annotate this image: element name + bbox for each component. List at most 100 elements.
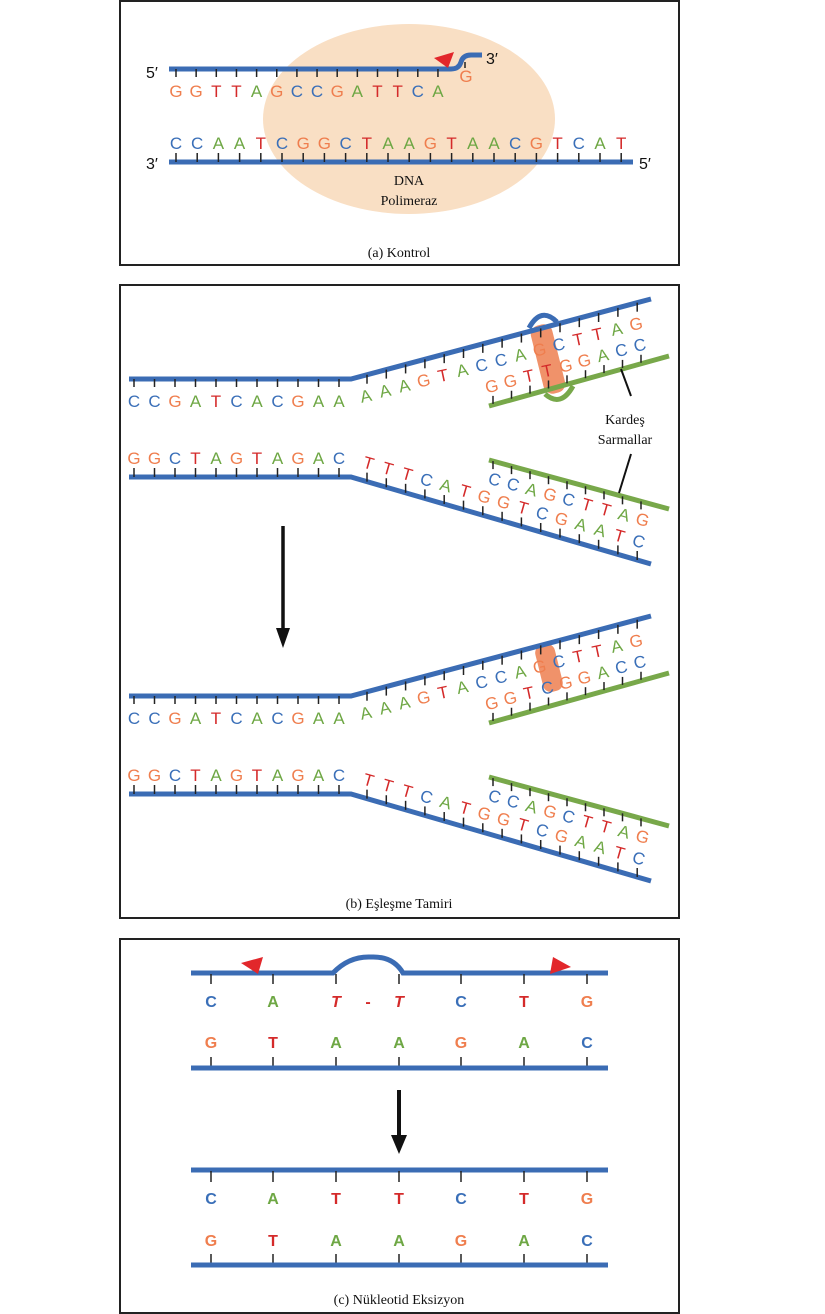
nucleotide-bottom-repaired: T	[268, 1233, 278, 1250]
nucleotide-sister-top: C	[613, 657, 629, 678]
nucleotide-top-repaired: G	[581, 1191, 593, 1208]
nucleotide-bottom-fall: T	[380, 458, 395, 479]
nucleotide-sister-top: A	[595, 662, 611, 683]
nucleotide-top-flat: G	[168, 392, 181, 411]
nucleotide-lower: G	[424, 134, 437, 153]
caption-b: (b) Eşleşme Tamiri	[346, 897, 453, 912]
nucleotide-top-repaired: C	[455, 1191, 467, 1208]
nucleotide-bottom-fall: A	[438, 792, 455, 814]
nucleotide-top-flat: C	[271, 392, 283, 411]
nucleotide-sister-top: G	[576, 350, 593, 371]
nucleotide-bottom-flat: A	[313, 766, 325, 785]
nucleotide-bottom-flat: A	[272, 449, 284, 468]
nucleotide-bottom: A	[518, 1035, 530, 1052]
nucleotide-sister-top: C	[539, 678, 555, 699]
nucleotide-top-rise: A	[378, 698, 394, 719]
nucleotide-top-rise: C	[493, 350, 509, 371]
nucleotide-sister-top: G	[557, 672, 574, 693]
nucleotide-lower: T	[552, 134, 562, 153]
nucleotide-bottom-fall: T	[612, 526, 627, 547]
nucleotide-sister-bottom: T	[579, 811, 594, 832]
nucleotide-bottom-flat: T	[190, 766, 200, 785]
nucleotide-bottom-flat: G	[127, 449, 140, 468]
sister-strands-label-1: Kardeş	[605, 413, 645, 428]
nucleotide-top-flat: G	[291, 709, 304, 728]
nucleotide-sister-bottom: A	[523, 796, 540, 818]
nucleotide-top-flat: G	[291, 392, 304, 411]
nucleotide-sister-bottom: G	[634, 826, 652, 848]
nucleotide-lower: C	[276, 134, 288, 153]
nucleotide-upper: G	[169, 82, 182, 101]
nucleotide-bottom-fall: T	[400, 464, 415, 485]
nucleotide-upper: C	[291, 82, 303, 101]
nucleotide-top-rise: C	[493, 667, 509, 688]
sister-label-pointer-bottom	[618, 453, 632, 494]
nucleotide-bottom-fall: C	[534, 820, 551, 842]
nucleotide-bottom-fall: G	[553, 508, 571, 530]
mismatch-highlight	[530, 324, 566, 394]
nucleotide-bottom-repaired: A	[330, 1233, 342, 1250]
nucleotide-bottom-fall: T	[457, 481, 472, 502]
enzyme-label-line1: DNA	[394, 174, 425, 189]
caption-a: (a) Kontrol	[368, 246, 431, 261]
sister-strand-bottom	[488, 457, 670, 512]
nucleotide-bottom-flat: G	[230, 449, 243, 468]
nucleotide-upper: C	[311, 82, 323, 101]
nucleotide-top: A	[267, 994, 279, 1011]
nucleotide-sister-bottom: C	[560, 489, 577, 511]
nucleotide-bottom-fall: A	[573, 514, 590, 536]
nucleotide-bottom: G	[205, 1035, 217, 1052]
nucleotide-bottom-flat: C	[333, 766, 345, 785]
nucleotide-sister-bottom: C	[486, 786, 503, 808]
nucleotide-top: G	[581, 994, 593, 1011]
nucleotide-bottom: C	[581, 1035, 593, 1052]
strand-bulge-top	[526, 312, 559, 330]
nucleotide-top-flat: A	[313, 392, 325, 411]
nucleotide-sister-top: C	[632, 652, 648, 673]
template-strand-upper	[169, 52, 482, 72]
nucleotide-top-rise: A	[397, 375, 413, 396]
nucleotide-top-rise: T	[436, 682, 450, 703]
nucleotide-top: C	[205, 994, 217, 1011]
nucleotide-upper: G	[270, 82, 283, 101]
nucleotide-bottom-fall: C	[418, 786, 435, 808]
nucleotide-sister-top: T	[522, 683, 536, 704]
nucleotide-bottom-fall: T	[515, 815, 530, 836]
nucleotide-bottom-fall: A	[592, 837, 609, 859]
nucleotide-lower: C	[191, 134, 203, 153]
nucleotide-top-repaired: T	[331, 1191, 341, 1208]
nucleotide-lower: T	[446, 134, 456, 153]
polymerase-marker	[434, 52, 454, 68]
nucleotide-upper: G	[331, 82, 344, 101]
nucleotide-top-rise: A	[609, 319, 625, 340]
nucleotide-bottom-flat: C	[169, 766, 181, 785]
nucleotide-sister-bottom: C	[504, 474, 521, 496]
nucleotide-sister-top: A	[595, 345, 611, 366]
nucleotide-top-rise: G	[628, 314, 645, 335]
nucleotide-sister-bottom: C	[504, 791, 521, 813]
nucleotide-bottom-repaired: G	[455, 1233, 467, 1250]
nucleotide-top-rise: A	[513, 662, 529, 683]
label-3-prime-bottom: 3′	[146, 156, 158, 173]
nucleotide-upper: A	[251, 82, 263, 101]
nucleotide-top-rise: A	[378, 381, 394, 402]
nucleotide-top-flat: C	[128, 392, 140, 411]
nucleotide-bottom-fall: T	[400, 781, 415, 802]
enzyme-label-line2: Polimeraz	[381, 194, 438, 209]
nucleotide-bottom-fall: T	[515, 498, 530, 519]
nucleotide-top-flat: A	[251, 392, 263, 411]
nucleotide-sister-top: G	[502, 371, 519, 392]
nucleotide-bottom-fall: C	[630, 848, 647, 870]
caption-c: (c) Nükleotid Eksizyon	[334, 1293, 465, 1308]
label-5-prime-bottom: 5′	[639, 156, 651, 173]
nucleotide-sister-bottom: C	[486, 469, 503, 491]
nucleotide-bottom-fall: G	[495, 809, 513, 831]
nucleotide-top-rise: C	[474, 672, 490, 693]
nucleotide-lower: T	[362, 134, 372, 153]
nucleotide-bottom-fall: C	[630, 531, 647, 553]
nucleotide-sister-bottom: G	[541, 801, 559, 823]
excision-marker-right	[550, 957, 571, 974]
nucleotide-lower: A	[404, 134, 416, 153]
